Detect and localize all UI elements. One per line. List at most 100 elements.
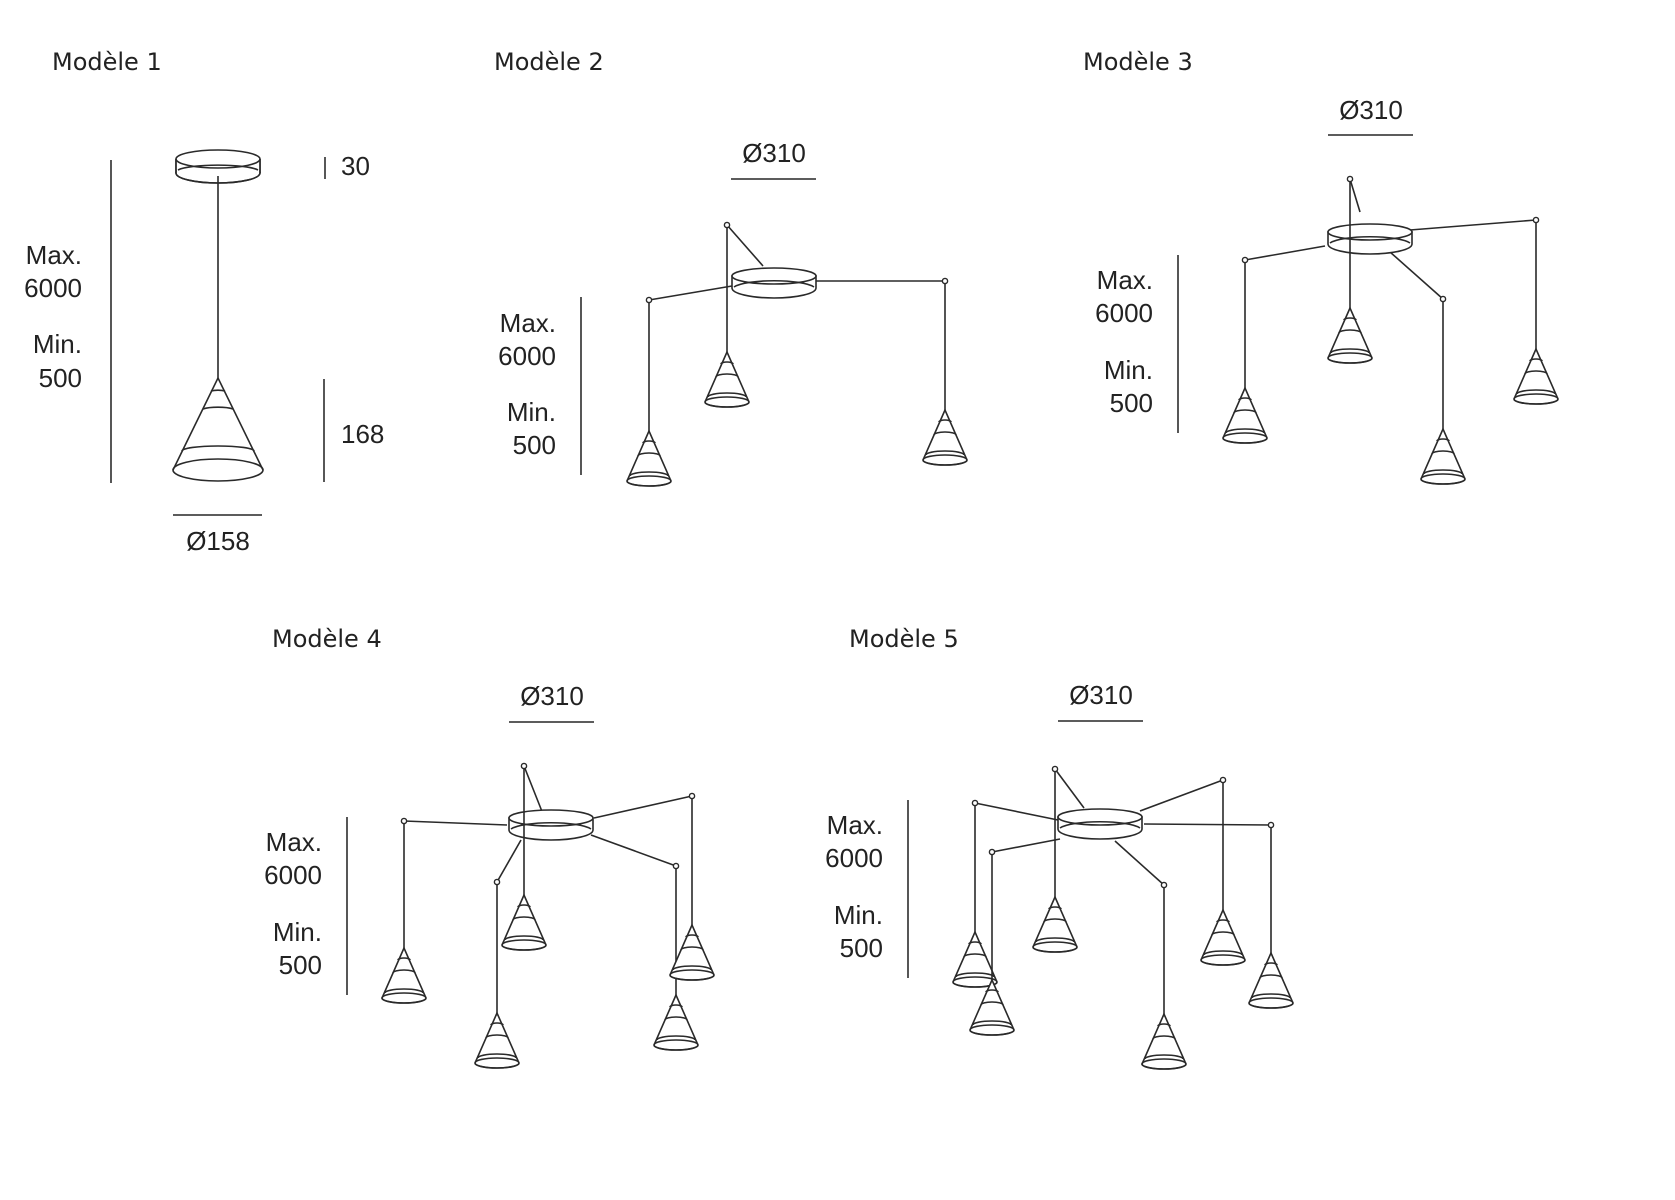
arm-cable <box>648 285 733 301</box>
shade-rim <box>1513 393 1559 405</box>
shade-band <box>392 969 416 974</box>
pendant <box>1327 175 1373 364</box>
anchor-point <box>1051 765 1059 773</box>
arm-cable <box>1054 768 1085 809</box>
canopy <box>508 809 594 841</box>
canopy <box>1327 223 1413 255</box>
model-title: Modèle 3 <box>1083 48 1193 76</box>
max-value: 6000 <box>498 341 556 371</box>
shade-rim <box>922 454 968 466</box>
canopy-diameter: Ø310 <box>520 681 584 711</box>
arm-cable <box>1114 840 1165 886</box>
shade-band <box>1436 438 1450 442</box>
shade-band <box>972 1020 1012 1026</box>
arm-cable <box>726 224 764 267</box>
anchor-point <box>1160 881 1168 889</box>
arm-cable <box>1389 251 1444 300</box>
shade-band <box>629 471 669 477</box>
pendant <box>1032 765 1078 953</box>
max-label: Max. <box>500 308 556 338</box>
min-value: 500 <box>840 933 883 963</box>
pendant <box>381 817 427 1004</box>
shade-band <box>1048 906 1062 910</box>
model-2: Modèle 2 Ø310 Max. 6000 Min. 500 <box>494 48 968 487</box>
model-title: Modèle 1 <box>52 48 162 76</box>
pendant <box>1141 881 1187 1070</box>
canopy-edge <box>510 821 592 830</box>
anchor-point <box>1346 175 1354 183</box>
shade-band <box>933 431 957 436</box>
shade-rim <box>1327 352 1373 364</box>
shade-rim <box>1420 473 1466 485</box>
pendant <box>1420 295 1466 485</box>
pendant <box>1248 821 1294 1009</box>
min-value: 500 <box>39 363 82 393</box>
arm-cable <box>1409 219 1537 231</box>
shade-band <box>656 1035 696 1041</box>
model-5: Modèle 5 Ø310 Max. 6000 Min. 500 <box>825 625 1294 1070</box>
max-value: 6000 <box>825 843 883 873</box>
pendant <box>474 878 520 1069</box>
shade-band <box>504 935 544 941</box>
shade-band <box>1524 370 1548 375</box>
canopy-top <box>731 267 817 285</box>
canopy-height: 30 <box>341 151 370 181</box>
canopy-edge <box>1329 235 1411 244</box>
canopy-diameter: Ø310 <box>1339 95 1403 125</box>
shade <box>172 377 264 482</box>
shade-band <box>490 1022 504 1026</box>
shade-band <box>985 989 999 993</box>
max-value: 6000 <box>24 273 82 303</box>
shade-rim <box>501 939 547 951</box>
pendant <box>922 277 968 466</box>
shade-band <box>1233 409 1257 414</box>
shade-band <box>1338 329 1362 334</box>
shade-rim <box>1032 941 1078 953</box>
anchor-point <box>493 878 501 886</box>
canopy-edge <box>1059 820 1141 829</box>
shade-band <box>925 450 965 456</box>
shade-rim <box>1141 1058 1187 1070</box>
shade-band <box>963 953 987 958</box>
shade-band <box>1216 919 1230 923</box>
pendant-shade <box>1200 908 1246 966</box>
min-label: Min. <box>1104 355 1153 385</box>
arm-cable <box>974 802 1059 821</box>
max-label: Max. <box>1097 265 1153 295</box>
model-3: Modèle 3 Ø310 Max. 6000 Min. 500 <box>1083 48 1559 485</box>
pendant <box>969 848 1015 1036</box>
fixture-drawing <box>381 762 715 1069</box>
pendant-shade <box>969 978 1015 1036</box>
shade-band <box>685 934 699 938</box>
pendant-shade <box>1032 895 1078 953</box>
shade-band <box>1259 974 1283 979</box>
pendant-shade <box>381 946 427 1004</box>
shade-band <box>1251 993 1291 999</box>
shade-band <box>1423 469 1463 475</box>
model-4: Modèle 4 Ø310 Max. 6000 Min. 500 <box>264 625 715 1069</box>
anchor-point <box>941 277 949 285</box>
shade-band <box>485 1034 509 1039</box>
max-value: 6000 <box>1095 298 1153 328</box>
arm-cable <box>1244 245 1326 261</box>
shade-rim <box>381 992 427 1004</box>
shade-band <box>707 392 747 398</box>
canopy-edge <box>733 279 815 288</box>
fixture-drawing <box>1222 175 1559 485</box>
pendant <box>952 799 998 988</box>
canopy-top <box>508 809 594 827</box>
shade-band <box>1152 1035 1176 1040</box>
shade-band <box>938 419 952 423</box>
min-value: 500 <box>1110 388 1153 418</box>
pendant-shade <box>669 923 715 981</box>
fixture-drawing <box>952 765 1294 1070</box>
shade-height: 168 <box>341 419 384 449</box>
canopy <box>1057 808 1143 840</box>
pendant <box>1222 256 1268 444</box>
pendant <box>1200 776 1246 966</box>
max-label: Max. <box>26 240 82 270</box>
anchor-point <box>723 221 731 229</box>
anchor-point <box>688 792 696 800</box>
min-label: Min. <box>507 397 556 427</box>
